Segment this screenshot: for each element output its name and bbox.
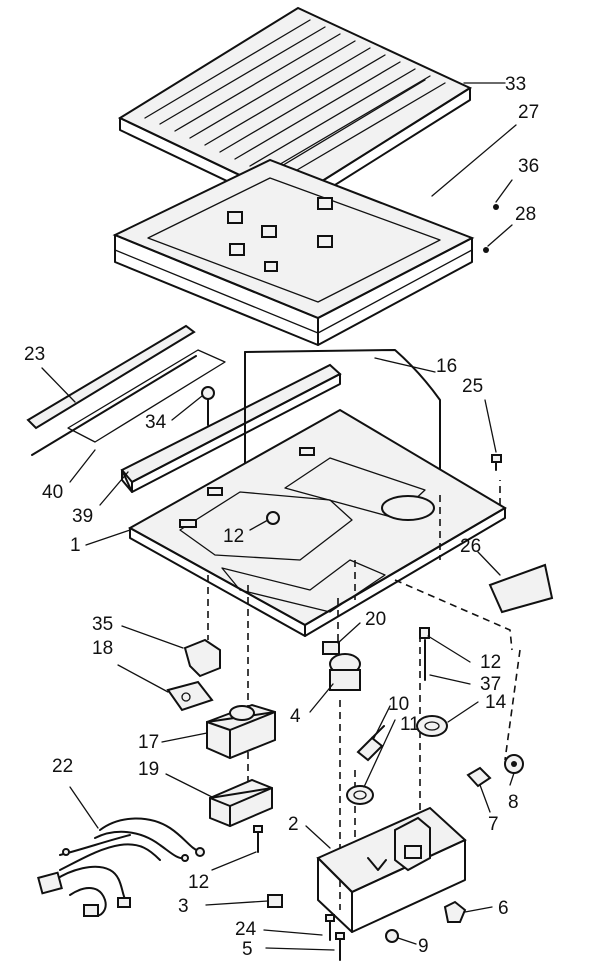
callout-26: 26: [460, 536, 481, 557]
damper-4: [329, 653, 361, 691]
lever-10: [356, 725, 385, 762]
insulation-wedge-part: [488, 563, 554, 614]
callout-10: 10: [388, 694, 409, 715]
callout-5: 5: [242, 939, 253, 960]
callout-27: 27: [518, 102, 539, 123]
callout-16: 16: [436, 356, 457, 377]
callout-12c: 12: [188, 872, 209, 893]
control-17: [206, 703, 276, 760]
bracket-18: [166, 680, 214, 712]
leader-lines: [41, 82, 517, 951]
screw-24: [325, 914, 335, 941]
washer-9: [385, 929, 399, 943]
callout-labels: 33 27 36 28 23 16 25 34 40 39 1 12 26 35…: [24, 74, 539, 960]
wire-loop-path: [244, 349, 441, 496]
callout-4: 4: [290, 706, 301, 727]
gasket-11: [346, 785, 374, 805]
screw-28: [483, 247, 489, 253]
callout-35: 35: [92, 614, 113, 635]
callout-36: 36: [518, 156, 539, 177]
callout-33: 33: [505, 74, 526, 95]
callout-37: 37: [480, 674, 501, 695]
callout-11: 11: [400, 714, 420, 735]
nut-3: [267, 894, 283, 908]
callout-9: 9: [418, 936, 429, 957]
bracket-35: [183, 638, 221, 678]
screw-12c: [253, 825, 263, 853]
callout-24: 24: [235, 919, 257, 940]
callout-2: 2: [288, 814, 299, 835]
frame-tray-part: [112, 158, 475, 346]
callout-18: 18: [92, 638, 113, 659]
callout-40: 40: [42, 482, 63, 503]
callout-39: 39: [72, 506, 93, 527]
grommet-20: [322, 641, 340, 655]
callout-34: 34: [145, 412, 167, 433]
grommet-14: [416, 715, 448, 737]
channel-part: [120, 363, 342, 493]
callout-20: 20: [365, 609, 386, 630]
callout-17: 17: [138, 732, 159, 753]
callout-7: 7: [488, 814, 499, 835]
callout-25: 25: [462, 376, 483, 397]
screw-5: [335, 932, 345, 961]
wire-harness-part: [37, 817, 205, 917]
callout-12b: 12: [480, 652, 501, 673]
callout-8: 8: [508, 792, 519, 813]
callout-6: 6: [498, 898, 509, 919]
grille-shelf-part: [117, 6, 473, 213]
grommet-12a: [266, 511, 280, 525]
rail-strip-part: [26, 324, 226, 456]
callout-28: 28: [515, 204, 536, 225]
bracket-19: [209, 778, 273, 828]
clip-7: [466, 766, 492, 788]
callout-22: 22: [52, 756, 73, 777]
disc-8: [504, 754, 524, 774]
evaporator-plate-part: [127, 408, 507, 637]
callout-19: 19: [138, 759, 159, 780]
callout-14: 14: [485, 692, 507, 713]
screw-36: [493, 204, 499, 210]
grommet-6: [443, 900, 467, 923]
spring-37: [419, 627, 430, 681]
base-bracket-part: [316, 806, 467, 933]
callout-23: 23: [24, 344, 45, 365]
callout-12a: 12: [223, 526, 244, 547]
callout-1: 1: [70, 535, 81, 556]
clip-34: [201, 386, 215, 426]
screw-25: [491, 454, 502, 471]
callout-3: 3: [178, 896, 189, 917]
